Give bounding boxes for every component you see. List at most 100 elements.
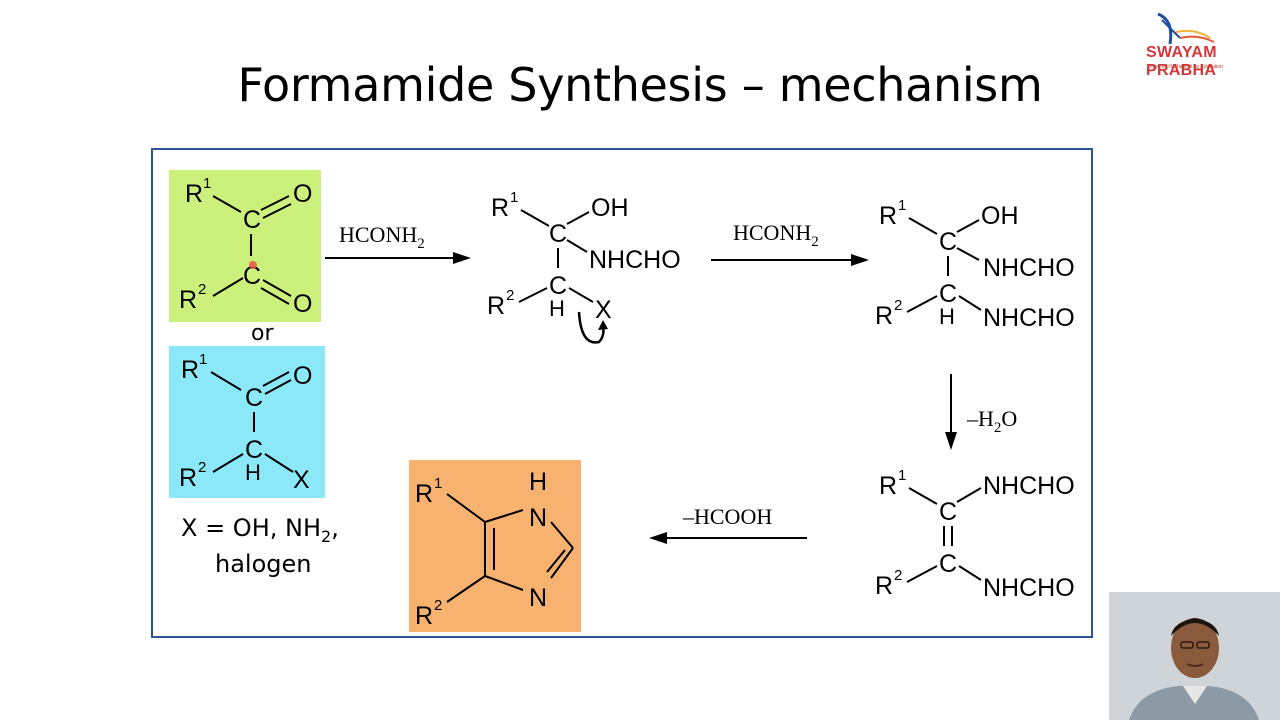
atom-label: C [939, 280, 957, 308]
reagent-label: HCONH2 [339, 222, 425, 252]
atom-label: NHCHO [983, 472, 1075, 500]
atom-label: C [549, 220, 567, 248]
bond-line [264, 453, 294, 473]
reagent-label: –H2O [966, 406, 1017, 436]
bond-line [566, 239, 588, 253]
superscript-label: 1 [510, 189, 518, 206]
atom-label: X [293, 466, 310, 494]
reagent-label: –HCOOH [682, 504, 772, 529]
atom-label: NHCHO [589, 246, 681, 274]
superscript-label: 2 [506, 287, 514, 304]
reaction-arrow-dehydration: –H2O [945, 374, 1017, 450]
superscript-label: 1 [898, 467, 906, 484]
slide-title: Formamide Synthesis – mechanism [237, 58, 1043, 112]
bond-line [210, 371, 242, 391]
bond-line [262, 279, 292, 297]
atom-label: C [549, 272, 567, 300]
intermediate-2-structure: R 1 C OH NHCHO C H R 2 NHCHO [875, 197, 1075, 332]
atom-label: OH [591, 194, 629, 222]
x-substituent-note-line2: halogen [215, 550, 311, 578]
bond-line [566, 211, 590, 225]
bond-line [212, 277, 244, 297]
superscript-label: 2 [434, 597, 442, 614]
atom-label: R [415, 480, 433, 508]
atom-label: NHCHO [983, 254, 1075, 282]
imidazole-product-structure: R 1 N H N R 2 [409, 460, 581, 632]
intermediate-3-structure: R 1 C NHCHO C R 2 NHCHO [875, 467, 1075, 602]
bond-line [212, 195, 242, 213]
bond-line [908, 217, 938, 235]
curved-electron-arrow [577, 311, 605, 344]
reaction-arrow-formamide-1: HCONH2 [325, 222, 471, 264]
bond-line [906, 565, 938, 583]
atom-label: O [293, 362, 312, 390]
atom-label: H [939, 304, 955, 329]
bond-line [956, 219, 980, 233]
bond-line [262, 203, 292, 219]
bond-line [262, 371, 290, 387]
presenter-image [1109, 592, 1280, 720]
superscript-label: 1 [199, 351, 207, 368]
or-label: or [251, 321, 274, 346]
arrow-head [945, 432, 957, 450]
satellite-dish-icon [1157, 12, 1215, 45]
superscript-label: 2 [198, 459, 206, 476]
reaction-scheme: R 1 C O C R 2 O or R 1 C O C H R 2 X [169, 170, 1075, 632]
bond-line [958, 565, 982, 581]
atom-label: C [245, 384, 263, 412]
atom-label: X [595, 296, 612, 324]
atom-label: C [939, 228, 957, 256]
superscript-label: 2 [198, 281, 206, 298]
atom-label: C [243, 262, 261, 290]
atom-label: C [243, 206, 261, 234]
atom-label: O [293, 290, 312, 318]
haloketone-structure: R 1 C O C H R 2 X [169, 346, 325, 498]
atom-label: N [529, 584, 547, 612]
atom-label: N [529, 504, 547, 532]
bond-line [550, 547, 574, 579]
superscript-label: 1 [434, 475, 442, 492]
bond-line [908, 487, 938, 505]
presenter-video-feed [1109, 592, 1280, 720]
atom-label: OH [981, 202, 1019, 230]
bond-line [260, 287, 290, 305]
atom-label: O [293, 180, 312, 208]
superscript-label: 1 [898, 197, 906, 214]
superscript-label: 2 [894, 297, 902, 314]
reaction-arrow-cyclization: –HCOOH [649, 504, 807, 544]
superscript-label: 1 [203, 175, 211, 192]
atom-label: R [179, 286, 197, 314]
bond-line [520, 209, 550, 227]
bond-line [212, 453, 244, 473]
arrow-head [649, 532, 667, 544]
atom-label: R [875, 572, 893, 600]
atom-label: H [549, 296, 565, 321]
mechanism-diagram: R 1 C O C R 2 O or R 1 C O C H R 2 X [151, 148, 1093, 638]
bond-line [956, 487, 982, 503]
atom-label: H [529, 468, 547, 496]
atom-label: C [939, 550, 957, 578]
logo-tagline: Free DTH Channel for Education [1150, 64, 1223, 70]
bond-line [446, 575, 486, 603]
arrow-head [851, 254, 869, 266]
atom-label: R [879, 472, 897, 500]
bond-line [518, 287, 548, 303]
bond-line [546, 549, 566, 573]
atom-label: R [179, 464, 197, 492]
reagent-label: HCONH2 [733, 220, 819, 250]
bond-line [906, 295, 938, 313]
bond-line [550, 521, 574, 549]
pointer-dot [249, 261, 257, 269]
atom-label: NHCHO [983, 304, 1075, 332]
intermediate-1-structure: R 1 C OH NHCHO C H R 2 X [487, 189, 681, 344]
diketone-highlight-box [169, 170, 321, 322]
bond-line [484, 509, 524, 523]
diketone-structure: R 1 C O C R 2 O [169, 170, 321, 322]
atom-label: R [185, 180, 203, 208]
superscript-label: 2 [894, 567, 902, 584]
bond-line [484, 575, 524, 591]
atom-label: R [491, 194, 509, 222]
bond-line [568, 287, 594, 303]
bond-line [958, 295, 982, 311]
bond-line [956, 247, 980, 261]
